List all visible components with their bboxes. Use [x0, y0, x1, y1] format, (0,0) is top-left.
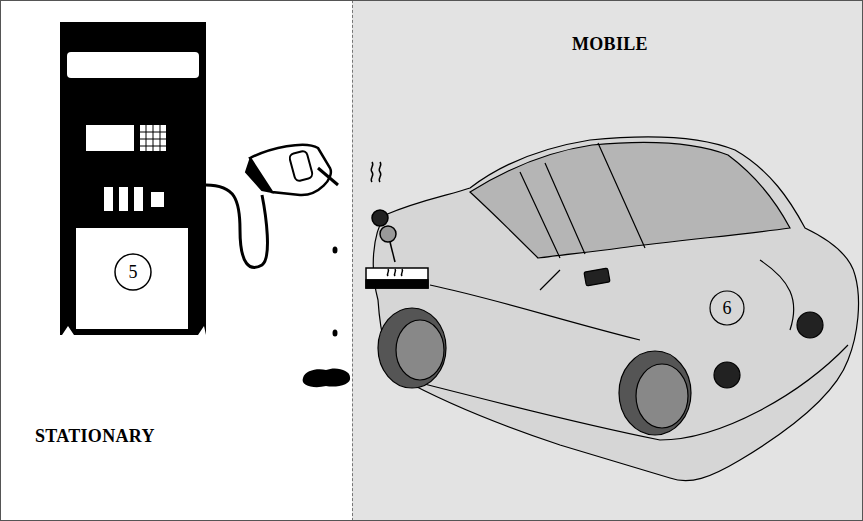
callout-number: 6 [709, 294, 745, 322]
region-panel: MOBILE [352, 0, 863, 521]
car [373, 137, 858, 481]
fuel-cap-vapor [366, 162, 428, 288]
fuel-spill [303, 247, 351, 388]
callout-number: 5 [115, 258, 151, 286]
region-title: STATIONARY [35, 426, 155, 447]
fuel-pump [60, 22, 206, 335]
region-title: MOBILE [572, 34, 648, 55]
region-panel: STATIONARY [0, 0, 352, 521]
fuel-hose-nozzle [206, 145, 338, 268]
